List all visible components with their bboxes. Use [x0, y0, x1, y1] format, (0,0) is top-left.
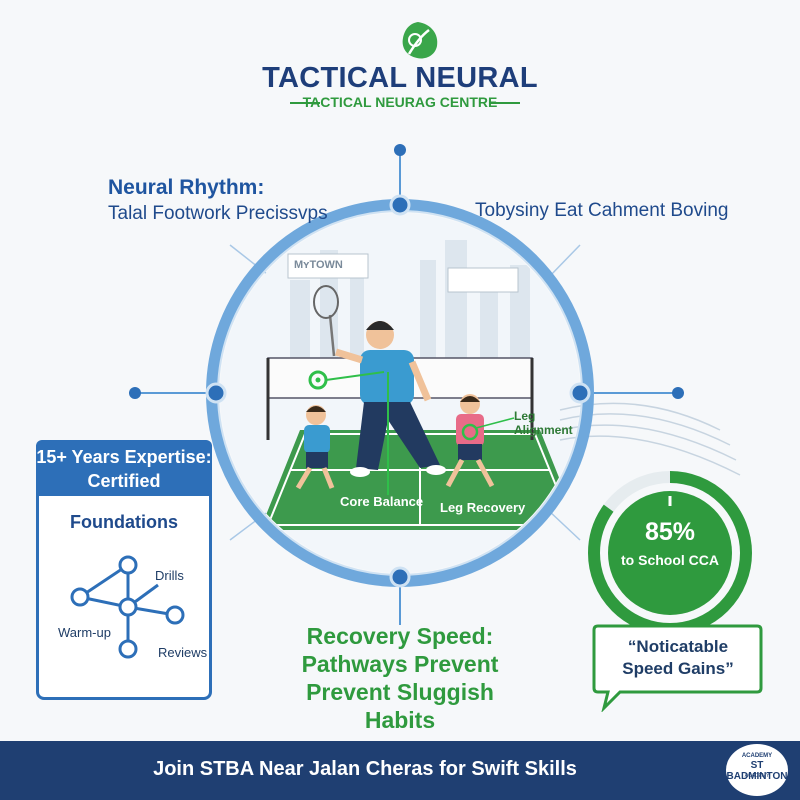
brand-title: TACTICAL NEURAL — [262, 62, 538, 94]
expertise-heading-line2: Certified — [87, 471, 161, 491]
recovery-callout: Recovery Speed: Pathways Prevent Prevent… — [270, 622, 530, 734]
footer-bar — [0, 741, 800, 800]
quote-bubble — [592, 624, 763, 712]
academy-badge — [726, 744, 788, 796]
drills-label: Drills — [155, 568, 184, 583]
top-right-callout: Tobysiny Eat Cahment Boving — [475, 200, 729, 221]
gauge-percent: 85% — [644, 518, 696, 546]
recovery-line2: Pathways Prevent — [301, 651, 499, 677]
warmup-label: Warm-up — [58, 625, 111, 640]
recovery-title: Recovery Speed: — [306, 623, 494, 649]
badge-top-text: ACADEMY — [741, 753, 773, 759]
leg-alignment-label: Leg Alignment — [514, 409, 573, 437]
leaf-icon — [402, 22, 438, 59]
foundations-title: Foundations — [70, 512, 178, 532]
leg-alignment-line2: Alignment — [514, 423, 573, 437]
badge-bottom-text: ACADEMY — [744, 773, 770, 779]
core-balance-label: Core Balance — [340, 494, 424, 509]
leg-recovery-label: Leg Recovery — [440, 500, 526, 515]
subtitle-rule-left — [290, 102, 320, 104]
quote-text: “Noticatable Speed Gains” — [598, 636, 758, 680]
foundations-network-diagram — [70, 555, 185, 659]
neural-rhythm-subtitle: Talal Footwork Precissvps — [108, 203, 328, 224]
subtitle-rule-right — [490, 102, 520, 104]
recovery-line3: Prevent Sluggish Habits — [306, 679, 494, 733]
brand-subtitle: TACTICAL NEURAG CENTRE — [302, 94, 498, 110]
badge-mid-text: ST BADMINTON — [726, 760, 788, 782]
leg-alignment-line1: Leg — [514, 409, 536, 423]
quote-line2: Speed Gains” — [622, 659, 734, 678]
expertise-heading-line1: 15+ Years Expertise: — [36, 447, 212, 467]
scene-sign: MʏTOWN — [294, 259, 343, 271]
footer-cta[interactable]: Join STBA Near Jalan Cheras for Swift Sk… — [153, 758, 577, 780]
expertise-heading: 15+ Years Expertise: Certified — [36, 440, 212, 496]
gauge-label: to School CCA — [621, 552, 719, 568]
neural-rhythm-title: Neural Rhythm: — [108, 176, 265, 199]
quote-line1: “Noticatable — [627, 637, 729, 656]
reviews-label: Reviews — [158, 645, 208, 660]
